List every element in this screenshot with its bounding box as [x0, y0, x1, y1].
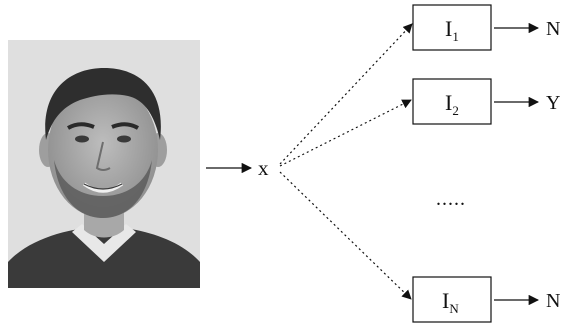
face-photo-icon: [8, 40, 200, 288]
hair-shape: [45, 68, 161, 140]
nose-shape: [95, 141, 111, 171]
svg-text:IN: IN: [442, 288, 459, 316]
left-eyebrow-shape: [66, 122, 95, 130]
classifier-box-n: IN: [412, 276, 492, 323]
shirt-collar-shape: [72, 224, 136, 262]
dotted-arrow-to-classifier-n: [279, 171, 412, 300]
classifier-2-subscript: 2: [452, 103, 459, 118]
ellipsis-label: .....: [436, 188, 466, 210]
beard-shape: [54, 160, 152, 218]
face-shape: [48, 82, 158, 218]
mouth-line-shape: [83, 183, 123, 190]
input-x-label: x: [258, 156, 269, 180]
svg-text:I2: I2: [445, 90, 459, 118]
classifier-1-output: N: [546, 18, 560, 40]
classifier-1-symbol: I: [445, 16, 452, 41]
right-eyebrow-shape: [111, 122, 140, 130]
classifier-n-subscript: N: [449, 301, 459, 316]
classifier-2-output: Y: [546, 92, 560, 114]
right-eye-shape: [117, 135, 131, 143]
classifier-box-2: I2: [412, 78, 492, 125]
classifier-n-output: N: [546, 290, 560, 312]
svg-text:I1: I1: [445, 16, 459, 44]
classifier-2-symbol: I: [445, 90, 452, 115]
classifier-1-subscript: 1: [452, 29, 459, 44]
classifier-n-symbol: I: [442, 288, 449, 313]
left-eye-shape: [75, 135, 89, 143]
dotted-arrow-to-classifier-2: [279, 99, 412, 167]
dotted-arrow-to-classifier-1: [279, 23, 413, 165]
classifier-box-1: I1: [412, 4, 492, 51]
